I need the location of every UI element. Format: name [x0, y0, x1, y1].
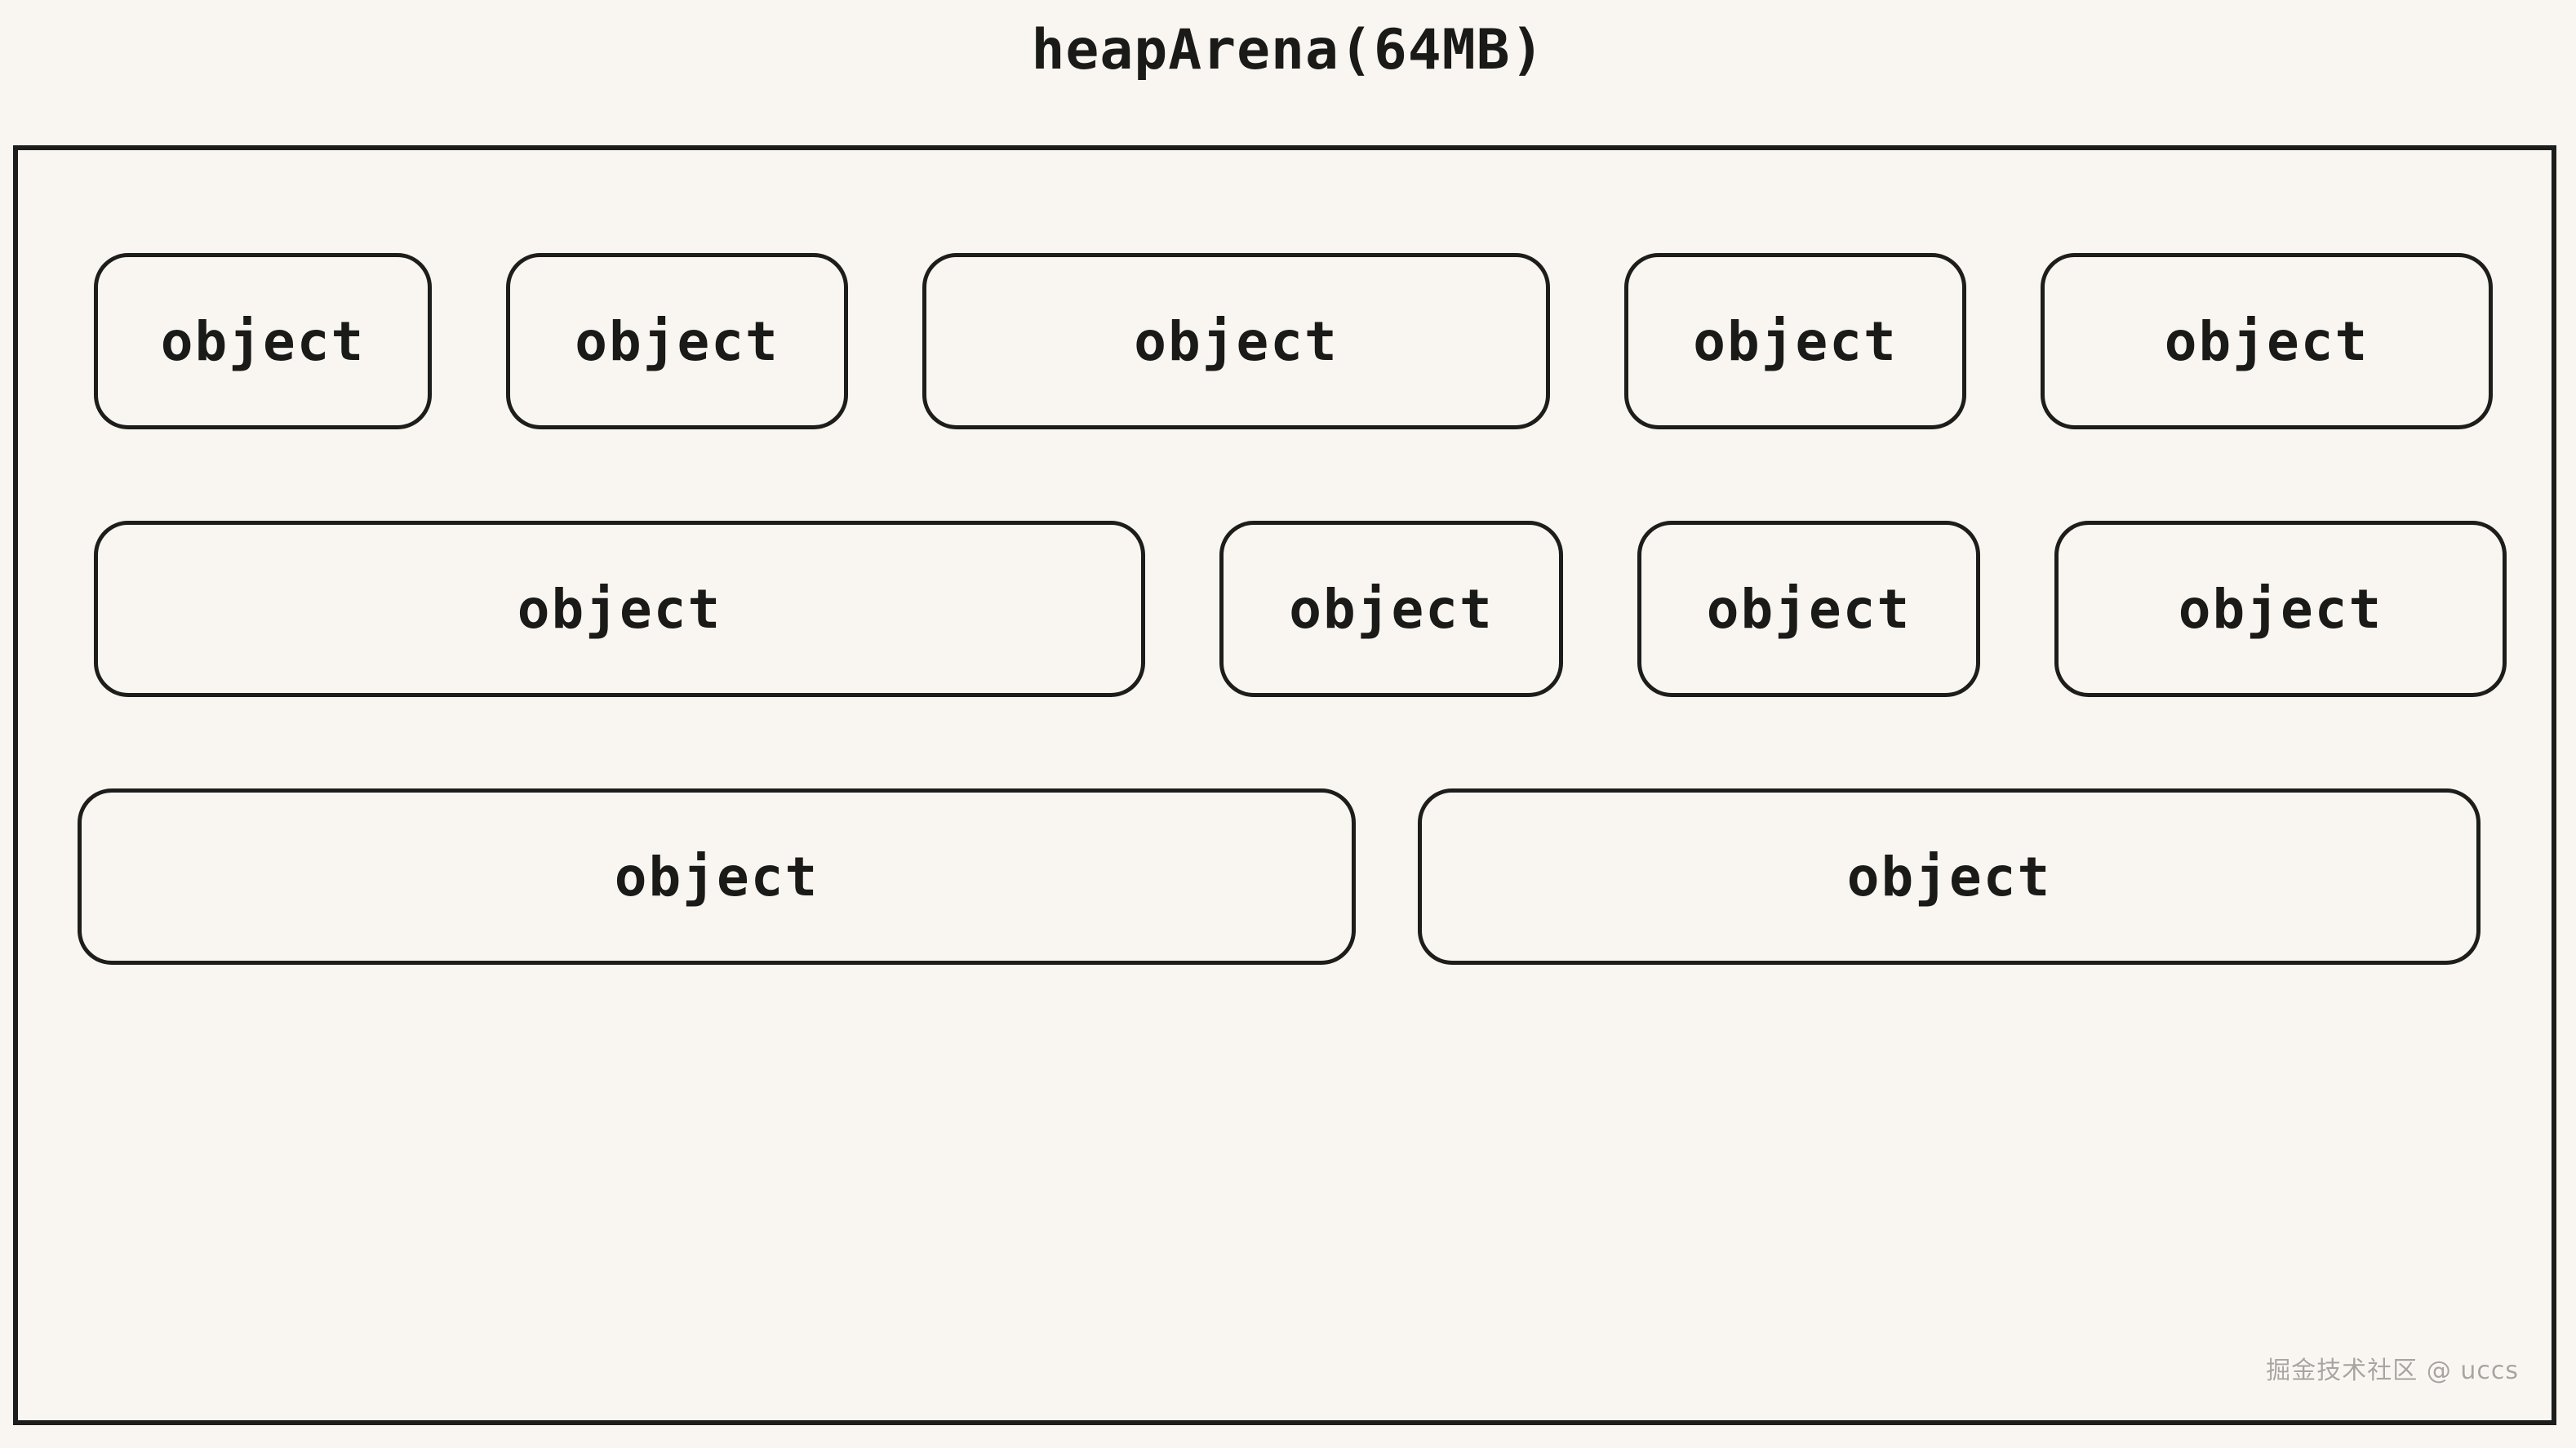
- object-box: object: [1219, 521, 1563, 697]
- heap-arena-title: heapArena(64MB): [1031, 18, 1545, 82]
- object-box: object: [94, 521, 1145, 697]
- object-box: object: [1624, 253, 1966, 429]
- object-box: object: [1637, 521, 1980, 697]
- object-box: object: [1418, 788, 2481, 965]
- object-label: object: [614, 845, 819, 908]
- object-label: object: [2178, 577, 2383, 641]
- object-box: object: [2054, 521, 2507, 697]
- object-box: object: [94, 253, 432, 429]
- object-label: object: [517, 577, 722, 641]
- object-row-2: object object object object: [94, 521, 2507, 697]
- object-box: object: [506, 253, 848, 429]
- object-label: object: [1706, 577, 1912, 641]
- object-label: object: [1693, 309, 1898, 373]
- object-label: object: [1289, 577, 1494, 641]
- object-row-3: object object: [78, 788, 2481, 965]
- object-label: object: [575, 309, 779, 373]
- object-label: object: [160, 309, 366, 373]
- object-label: object: [1846, 845, 2052, 908]
- object-box: object: [922, 253, 1550, 429]
- object-row-1: object object object object object: [94, 253, 2493, 429]
- object-label: object: [1134, 309, 1339, 373]
- watermark-text: 掘金技术社区 @ uccs: [2266, 1357, 2519, 1385]
- object-box: object: [2041, 253, 2493, 429]
- object-box: object: [78, 788, 1356, 965]
- object-label: object: [2164, 309, 2369, 373]
